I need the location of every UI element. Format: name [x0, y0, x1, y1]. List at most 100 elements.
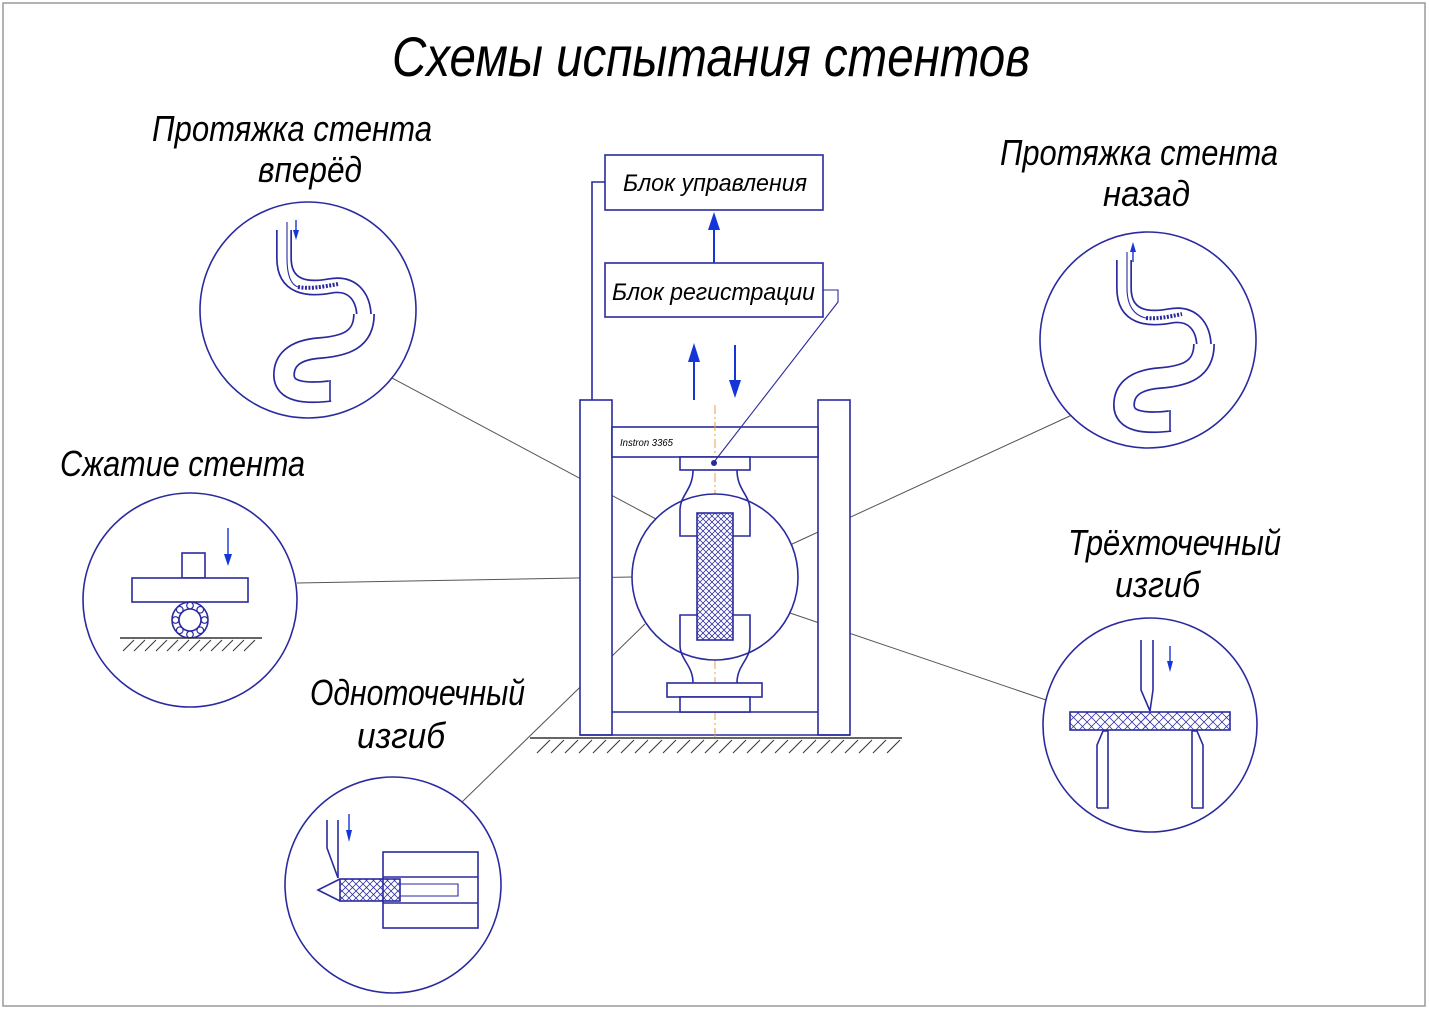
- hatch-line: [696, 530, 734, 568]
- ground-hatch-line: [816, 739, 831, 754]
- ground-hatch-line: [718, 739, 733, 754]
- single-point-title-line2: изгиб: [357, 715, 447, 756]
- ground-hatch-line: [844, 739, 859, 754]
- detail-compression: Сжатие стента: [60, 443, 305, 708]
- hatch-line: [371, 878, 395, 902]
- ground-hatch-line: [746, 739, 761, 754]
- hatch-line: [1087, 711, 1107, 731]
- hatch-line: [696, 626, 711, 641]
- ground-hatch-line: [564, 739, 579, 754]
- pull-forward-title-line2: вперёд: [258, 149, 362, 190]
- single-point-title-line1: Одноточечный: [310, 672, 525, 713]
- catheter-backward: [1126, 252, 1147, 319]
- compression-punch: [181, 552, 206, 579]
- hatch-line: [387, 888, 401, 902]
- hatch-line: [1123, 711, 1143, 731]
- vessel-backward: [1112, 252, 1215, 434]
- hatch-line: [1150, 711, 1170, 731]
- hatch-line: [696, 554, 734, 592]
- hatch-line: [1076, 711, 1096, 731]
- hatch-line: [366, 878, 390, 902]
- hatch-line: [1159, 711, 1179, 731]
- hatch-line: [696, 584, 734, 622]
- hatch-line: [1211, 711, 1231, 731]
- hatch-line: [1193, 711, 1213, 731]
- right-support: [1191, 730, 1204, 809]
- single-point-stent-hatch: [339, 878, 401, 902]
- hatch-line: [345, 878, 369, 902]
- ground-hatch-line: [774, 739, 789, 754]
- ground-hatch-line: [690, 739, 705, 754]
- hatch-line: [696, 512, 728, 544]
- hatch-line: [713, 620, 734, 641]
- hatch-line: [696, 512, 734, 550]
- down-arrow-head: [729, 380, 741, 398]
- hatch-line: [696, 524, 734, 562]
- stent-ring-strut: [175, 626, 184, 635]
- hatch-line: [696, 536, 734, 574]
- hatch-line: [378, 878, 401, 901]
- hatch-line: [1222, 722, 1231, 731]
- hatch-line: [701, 608, 734, 641]
- ground-hatch-line: [704, 739, 719, 754]
- ground-hatch-line: [648, 739, 663, 754]
- pull-backward-circle: [1039, 231, 1257, 449]
- hatch-line: [696, 542, 734, 580]
- ground-hatch-line: [177, 639, 190, 652]
- hatch-line: [357, 878, 381, 902]
- hatch-line: [1186, 711, 1206, 731]
- hatch-line: [696, 548, 734, 586]
- hatch-line: [696, 590, 734, 628]
- hatch-line: [1184, 711, 1204, 731]
- hatch-line: [696, 566, 734, 604]
- three-point-title-line2: изгиб: [1115, 564, 1202, 605]
- hatch-line: [725, 632, 734, 641]
- left-support: [1096, 730, 1109, 809]
- ground-hatch-line: [802, 739, 817, 754]
- three-point-title-line1: Трёхточечный: [1068, 522, 1281, 563]
- hatch-line: [696, 518, 734, 556]
- ground-hatch-line: [788, 739, 803, 754]
- registration-unit: Блок регистрации: [604, 262, 824, 318]
- compression-title: Сжатие стента: [60, 443, 305, 484]
- testing-machine: Instron 3365: [530, 343, 902, 754]
- single-point-stent: [339, 878, 401, 902]
- up-arrow-head: [688, 343, 700, 362]
- ground-hatch-line: [243, 639, 256, 652]
- hatch-line: [1204, 711, 1224, 731]
- lower-grip: [679, 614, 751, 684]
- ground-hatch-line: [634, 739, 649, 754]
- stent-ring-strut: [171, 616, 180, 624]
- hatch-line: [1105, 711, 1125, 731]
- hatch-line: [1168, 711, 1188, 731]
- hatch-line: [1141, 711, 1161, 731]
- stent-ring-strut: [200, 616, 209, 624]
- ground-hatch-line: [232, 639, 245, 652]
- ground-hatch-line: [133, 639, 146, 652]
- sensor-point: [711, 460, 717, 466]
- hatch-line: [1112, 711, 1132, 731]
- pull-backward-title-line2: назад: [1103, 173, 1190, 214]
- hatch-line: [696, 560, 734, 598]
- hatch-line: [373, 878, 397, 902]
- detail-three-point-bending: Трёхточечный изгиб: [1042, 522, 1281, 833]
- hatch-line: [339, 878, 348, 887]
- registration-to-control-arrow: [708, 212, 720, 230]
- compression-arrow: [224, 528, 232, 566]
- hatch-line: [1132, 711, 1152, 731]
- hatch-line: [385, 878, 401, 894]
- ground-hatch-line: [536, 739, 551, 754]
- hatch-line: [696, 596, 734, 634]
- hatch-line: [696, 572, 734, 610]
- hatch-line: [1103, 711, 1123, 731]
- ground-hatch-line: [122, 639, 135, 652]
- hatch-line: [1166, 711, 1186, 731]
- compression-base-hatch: [122, 639, 256, 652]
- hatch-line: [1094, 711, 1114, 731]
- hatch-line: [1202, 711, 1222, 731]
- stent-forward: [297, 282, 339, 290]
- ground-hatch-line: [830, 739, 845, 754]
- hatch-line: [696, 512, 710, 526]
